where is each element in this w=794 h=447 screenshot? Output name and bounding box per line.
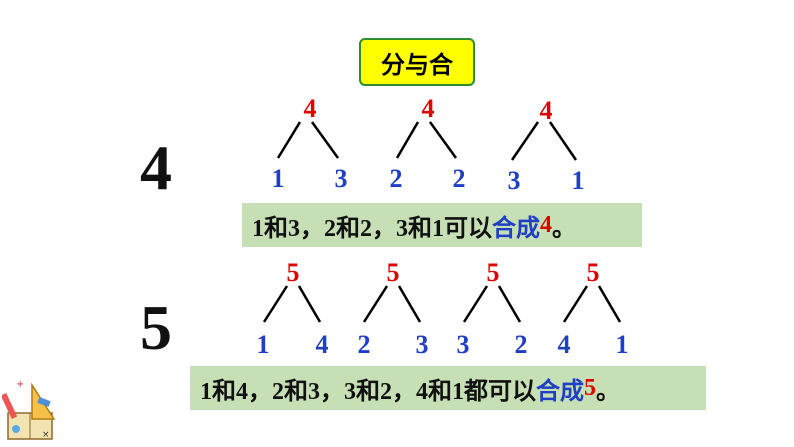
tree-left: 1 bbox=[271, 164, 285, 193]
tree-left: 3 bbox=[456, 330, 470, 359]
statement-prefix: 1和3，2和2，3和1可以 bbox=[252, 215, 492, 242]
tree-right: 2 bbox=[514, 330, 528, 359]
svg-text:+: + bbox=[16, 379, 24, 390]
tree-top: 4 bbox=[421, 94, 435, 123]
tree-right: 3 bbox=[334, 164, 348, 193]
statement-suffix: 。 bbox=[552, 215, 576, 242]
tree-top: 5 bbox=[286, 258, 300, 287]
tree-right: 2 bbox=[452, 164, 466, 193]
lesson-title: 分与合 bbox=[359, 38, 475, 86]
tree-left: 1 bbox=[256, 330, 270, 359]
statement-keyword: 合成 bbox=[492, 215, 540, 242]
tree-top: 4 bbox=[539, 96, 553, 125]
statement-prefix: 1和4，2和3，3和2，4和1都可以 bbox=[200, 378, 536, 405]
tree-right: 1 bbox=[615, 330, 629, 359]
tree-right: 1 bbox=[571, 166, 585, 195]
tree-left: 4 bbox=[557, 330, 571, 359]
statement-keyword: 合成 bbox=[536, 378, 584, 405]
statement-number: 4 bbox=[540, 211, 552, 238]
tree-top: 5 bbox=[586, 258, 600, 287]
statement-suffix: 。 bbox=[596, 378, 620, 405]
svg-text:×: × bbox=[42, 430, 50, 440]
math-tools-icon: + × bbox=[2, 379, 56, 440]
tree-left: 2 bbox=[357, 330, 371, 359]
tree-right: 3 bbox=[415, 330, 429, 359]
tree-top: 5 bbox=[386, 258, 400, 287]
tree-right: 4 bbox=[315, 330, 329, 359]
group-number-5: 5 bbox=[140, 292, 172, 363]
tree-top: 4 bbox=[303, 94, 317, 123]
statement-number: 5 bbox=[584, 374, 596, 401]
group-number-4: 4 bbox=[140, 132, 172, 203]
tree-left: 3 bbox=[507, 166, 521, 195]
tree-left: 2 bbox=[389, 164, 403, 193]
tree-top: 5 bbox=[486, 258, 500, 287]
